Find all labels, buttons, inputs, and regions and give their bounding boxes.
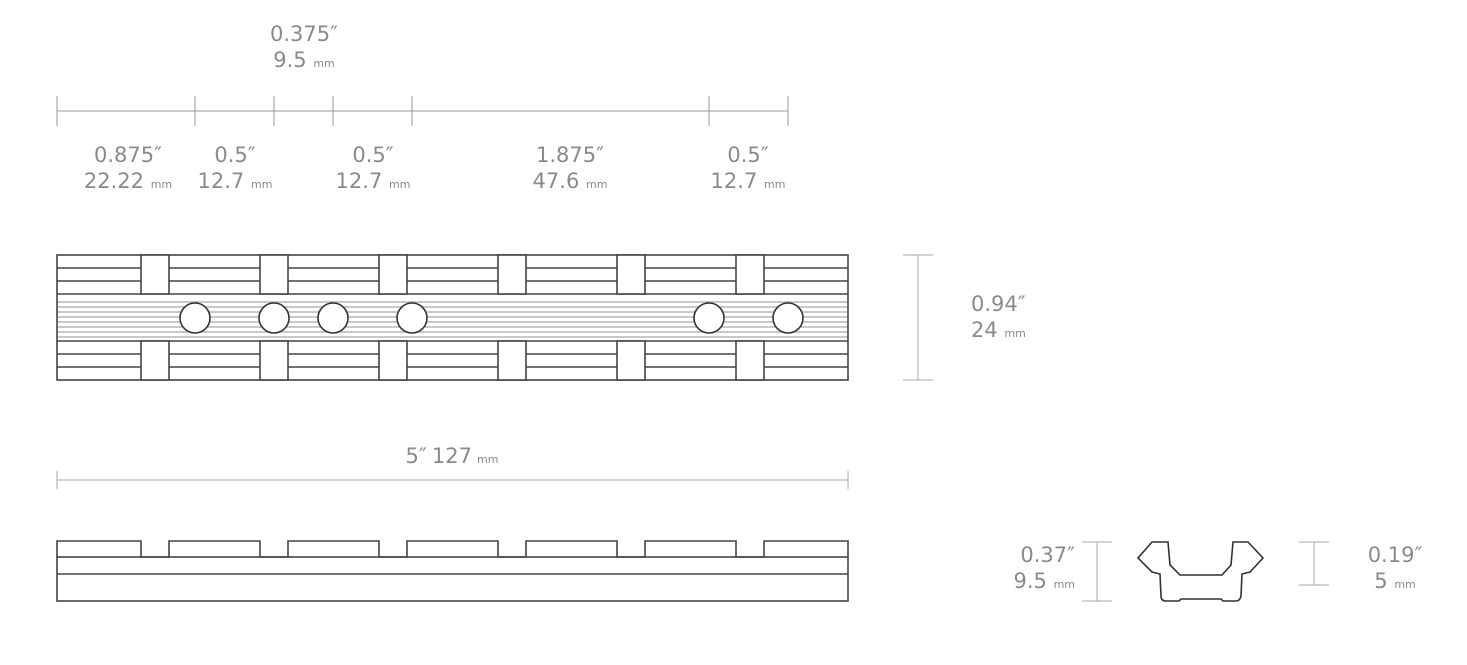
segment-mm-unit: mm [764,178,786,191]
segment-mm-unit: mm [586,178,608,191]
length-mm-value: 127 [431,444,472,468]
length-dimension-line [56,471,849,489]
top-dimension-line [56,96,789,126]
profile-height-label: 0.37″ 9.5 mm [1000,545,1075,592]
mounting-hole [258,302,290,334]
profile-height-dimension [1082,541,1112,602]
segment-mm-value: 22.22 [83,169,144,193]
segment-mm-value: 47.6 [532,169,580,193]
length-dimension-label: 5″ 127 mm [352,446,552,467]
rail-top-view [56,254,849,381]
width-dimension-label: 0.94″ 24 mm [971,294,1026,341]
segment-label: 0.5″ 12.7 mm [175,145,295,192]
segment-mm-value: 12.7 [335,169,383,193]
rail-height-mm-value: 5 [1374,569,1388,593]
rail-side-view [56,540,849,602]
segment-label: 0.875″ 22.22 mm [68,145,188,192]
mounting-hole [772,302,804,334]
segment-inch: 0.5″ [727,143,769,167]
profile-height-inch: 0.37″ [1020,543,1075,567]
width-dimension-line [903,254,933,381]
length-mm-unit: mm [477,453,499,466]
callout-mm-unit: mm [313,57,335,70]
callout-mm-value: 9.5 [273,48,307,72]
rail-profile-shape [1136,541,1265,602]
width-mm-value: 24 [971,318,998,342]
segment-inch: 0.5″ [352,143,394,167]
rail-height-label: 0.19″ 5 mm [1355,545,1435,592]
segment-label: 0.5″ 12.7 mm [313,145,433,192]
segment-inch: 0.875″ [94,143,162,167]
mounting-hole [693,302,725,334]
rail-height-inch: 0.19″ [1367,543,1423,567]
profile-height-mm-unit: mm [1053,578,1075,591]
mounting-hole [396,302,428,334]
mounting-hole [179,302,211,334]
segment-mm-value: 12.7 [710,169,758,193]
rail-height-mm-unit: mm [1394,578,1416,591]
rail-height-dimension [1299,541,1329,586]
segment-mm-unit: mm [251,178,273,191]
segment-inch: 1.875″ [536,143,604,167]
segment-mm-unit: mm [389,178,411,191]
callout-inch: 0.375″ [270,22,338,46]
segment-mm-value: 12.7 [197,169,245,193]
width-mm-unit: mm [1004,327,1026,340]
width-inch: 0.94″ [971,292,1026,316]
segment-label: 1.875″ 47.6 mm [510,145,630,192]
segment-label: 0.5″ 12.7 mm [688,145,808,192]
callout-dimension-label: 0.375″ 9.5 mm [244,24,364,71]
profile-height-mm-value: 9.5 [1013,569,1047,593]
length-inch: 5″ [405,444,427,468]
segment-inch: 0.5″ [214,143,256,167]
mounting-hole [317,302,349,334]
segment-mm-unit: mm [150,178,173,191]
